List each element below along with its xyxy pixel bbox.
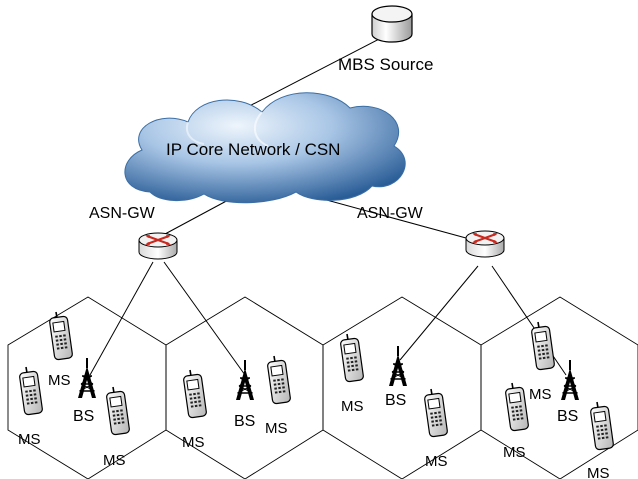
mobile-phone-icon xyxy=(105,386,131,436)
bs-label: BS xyxy=(557,408,578,425)
ms-label: MS xyxy=(425,453,448,470)
cloud-icon xyxy=(124,92,406,204)
mobile-phone-icon xyxy=(530,321,556,371)
link-gw-right-bs3 xyxy=(399,265,479,361)
antenna-tower-icon xyxy=(388,345,408,387)
ms-label: MS xyxy=(587,465,610,479)
router-icon xyxy=(138,232,178,260)
antenna-tower-icon xyxy=(77,357,97,399)
link-core-gw-right xyxy=(311,195,467,239)
link-source-core xyxy=(231,36,384,116)
asn-gw-right-label: ASN-GW xyxy=(357,205,424,222)
mobile-phone-icon xyxy=(18,366,44,416)
mobile-phone-icon xyxy=(339,333,365,383)
ms-label: MS xyxy=(265,420,288,437)
ms-label: MS xyxy=(529,386,552,403)
ms-label: MS xyxy=(182,434,205,451)
mobile-phone-icon xyxy=(182,369,208,419)
link-gw-right-bs4 xyxy=(491,265,567,376)
ms-label: MS xyxy=(48,372,71,389)
mobile-phone-icon xyxy=(423,388,449,438)
mbs-source-label: MBS Source xyxy=(338,55,433,74)
bs-label: BS xyxy=(73,408,94,425)
mobile-phone-icon xyxy=(589,401,615,451)
antenna-tower-icon xyxy=(560,359,580,401)
links xyxy=(89,36,567,376)
asn-gw-left-label: ASN-GW xyxy=(89,205,156,222)
ms-label: MS xyxy=(341,398,364,415)
mobile-phone-icon xyxy=(48,311,74,361)
database-server-icon xyxy=(371,5,413,43)
link-core-gw-left xyxy=(164,197,233,235)
mobile-phone-icon xyxy=(504,382,530,432)
mobile-phone-icon xyxy=(266,355,292,405)
link-gw-left-bs2 xyxy=(163,261,246,376)
link-gw-left-bs1 xyxy=(89,261,154,376)
ms-label: MS xyxy=(503,444,526,461)
bs-label: BS xyxy=(234,413,255,430)
router-icon xyxy=(465,230,505,258)
ms-label: MS xyxy=(18,431,41,448)
cell-4 xyxy=(480,296,638,479)
bs-label: BS xyxy=(385,392,406,409)
core-network-label: IP Core Network / CSN xyxy=(166,140,340,159)
ms-label: MS xyxy=(103,452,126,469)
cell-3 xyxy=(322,296,482,479)
cell-grid xyxy=(7,296,638,479)
